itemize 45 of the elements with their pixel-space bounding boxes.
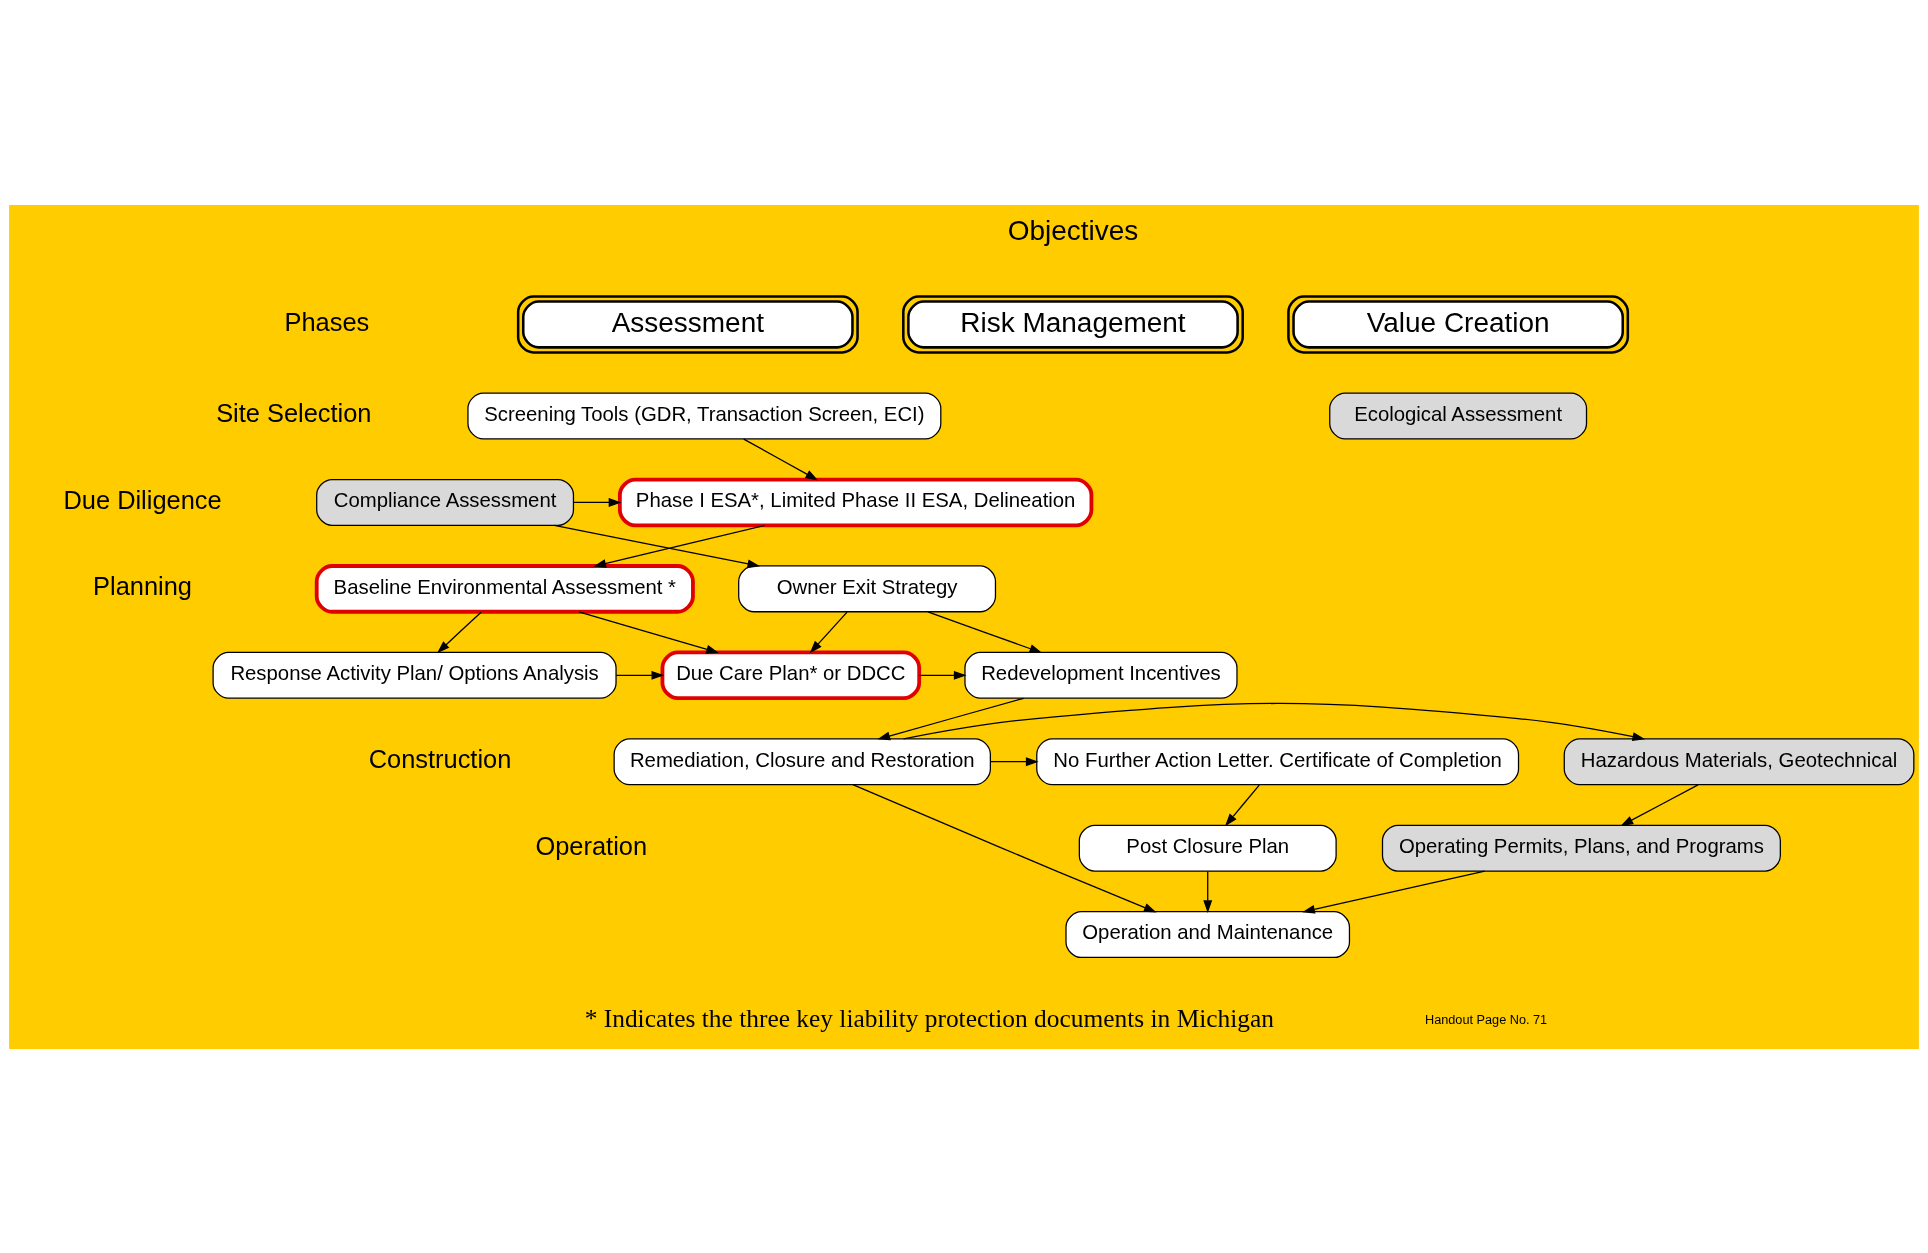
node-box: No Further Action Letter. Certificate of Completion bbox=[1036, 737, 1520, 785]
arrow bbox=[902, 702, 1646, 741]
node-box: Redevelopment Incentives bbox=[964, 651, 1238, 699]
arrow bbox=[918, 670, 967, 680]
arrow bbox=[809, 611, 848, 653]
node-box: Compliance Assessment bbox=[316, 478, 575, 526]
arrow bbox=[578, 610, 719, 654]
node-box: Phase I ESA*, Limited Phase II ESA, Delineation bbox=[617, 477, 1094, 527]
node-box: Operating Permits, Plans, and Programs bbox=[1381, 824, 1781, 872]
node-box: Assessment bbox=[516, 294, 859, 354]
node-box: Response Activity Plan/ Options Analysis bbox=[212, 651, 617, 699]
arrow bbox=[553, 524, 761, 568]
arrow bbox=[990, 756, 1039, 766]
node-box: Post Closure Plan bbox=[1078, 824, 1337, 872]
node-box: Ecological Assessment bbox=[1329, 392, 1588, 439]
label: Phases bbox=[284, 307, 370, 336]
node-box: Screening Tools (GDR, Transaction Screen, ECI) bbox=[467, 392, 942, 439]
label: Operation bbox=[535, 831, 648, 860]
arrow bbox=[927, 610, 1043, 653]
label: * Indicates the three key liability protection documents in Michigan bbox=[584, 1003, 1275, 1032]
arrow bbox=[593, 524, 766, 568]
arrow bbox=[615, 670, 665, 680]
node-box: Due Care Plan* or DDCC bbox=[660, 650, 922, 700]
node-box: Operation and Maintenance bbox=[1065, 910, 1351, 958]
node-box: Baseline Environmental Assessment * bbox=[314, 563, 695, 614]
arrow bbox=[1225, 783, 1260, 826]
node-box: Value Creation bbox=[1287, 294, 1630, 354]
arrow bbox=[1203, 870, 1213, 913]
node-box: Remediation, Closure and Restoration bbox=[613, 737, 991, 785]
arrow bbox=[743, 437, 819, 480]
label: Planning bbox=[93, 571, 193, 600]
arrow bbox=[877, 697, 1025, 740]
arrow bbox=[573, 497, 622, 507]
label: Objectives bbox=[1007, 214, 1139, 246]
node-box: Owner Exit Strategy bbox=[738, 564, 997, 612]
arrow bbox=[1620, 783, 1699, 826]
label: Due Diligence bbox=[63, 485, 222, 514]
arrow bbox=[1302, 870, 1486, 914]
arrow bbox=[852, 783, 1157, 912]
node-box: Risk Management bbox=[902, 294, 1244, 354]
label: Construction bbox=[368, 744, 512, 773]
label: Handout Page No. 71 bbox=[1425, 1011, 1548, 1027]
node-box: Hazardous Materials, Geotechnical bbox=[1563, 737, 1915, 785]
label: Site Selection bbox=[216, 398, 372, 427]
arrow bbox=[437, 611, 482, 653]
